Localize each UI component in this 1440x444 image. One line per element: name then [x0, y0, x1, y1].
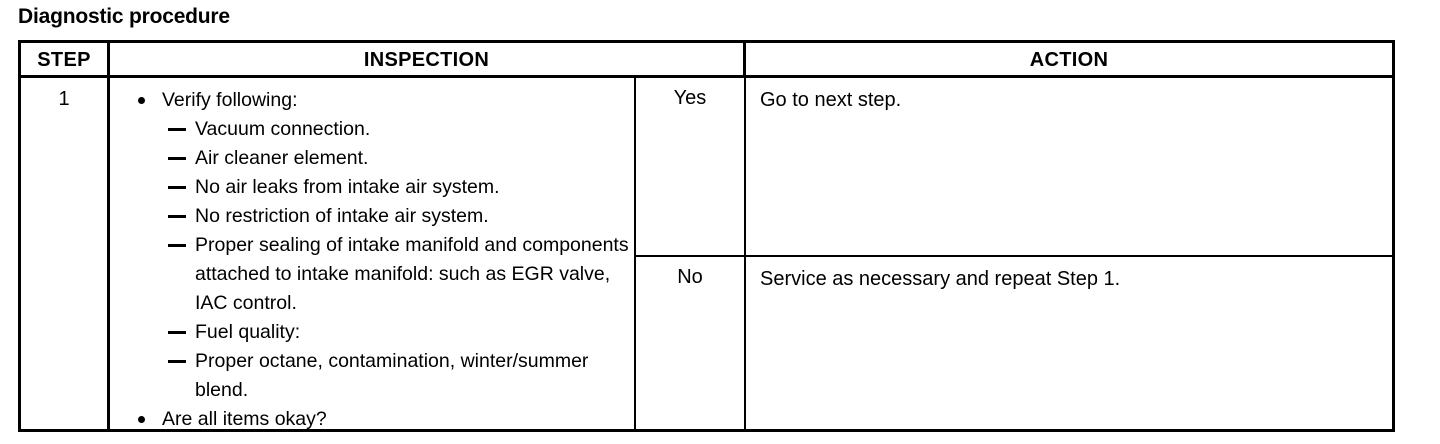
dash-icon — [168, 360, 186, 363]
dash-icon — [168, 244, 186, 247]
list-item-label: No restriction of intake air system. — [195, 205, 489, 227]
list-item: Proper sealing of intake manifold and co… — [132, 231, 634, 318]
bullet-icon — [138, 97, 145, 104]
diagnostic-procedure-table: STEP INSPECTION ACTION 1 Verify followin… — [18, 40, 1395, 432]
list-item-label: Verify following: — [162, 89, 298, 111]
list-item-label: No air leaks from intake air system. — [195, 176, 500, 198]
list-item-label: Are all items okay? — [162, 408, 327, 430]
list-item-label: Fuel quality: — [195, 321, 301, 343]
step-number: 1 — [21, 78, 110, 429]
column-header-action: ACTION — [1029, 49, 1109, 71]
answer-row-yes: Yes Go to next step. — [636, 78, 1392, 257]
bullet-icon — [138, 416, 145, 423]
dash-icon — [168, 157, 186, 160]
list-item: Air cleaner element. — [132, 144, 634, 173]
action-text-yes: Go to next step. — [760, 89, 902, 111]
list-item: Proper octane, contamination, winter/sum… — [132, 347, 634, 405]
table-row: 1 Verify following: Vacuum connection. A… — [21, 78, 1392, 430]
dash-icon — [168, 215, 186, 218]
list-item: No restriction of intake air system. — [132, 202, 634, 231]
answer-label-yes: Yes — [636, 78, 746, 255]
list-item: Vacuum connection. — [132, 115, 634, 144]
list-item-label: Proper octane, contamination, winter/sum… — [195, 350, 589, 401]
list-item: Fuel quality: — [132, 318, 634, 347]
column-header-inspection: INSPECTION — [110, 43, 746, 78]
dash-icon — [168, 186, 186, 189]
answer-row-no: No Service as necessary and repeat Step … — [636, 257, 1392, 429]
list-item: Are all items okay? — [132, 405, 634, 434]
answer-label-no: No — [636, 257, 746, 429]
list-item-label: Vacuum connection. — [195, 118, 371, 140]
inspection-cell: Verify following: Vacuum connection. Air… — [110, 78, 636, 430]
list-item: Verify following: — [132, 86, 634, 115]
answer-column-group: Yes Go to next step. No Service as neces… — [636, 78, 1392, 429]
list-item-label: Proper sealing of intake manifold and co… — [195, 234, 629, 314]
table-header-row: STEP INSPECTION ACTION — [21, 43, 1392, 78]
dash-icon — [168, 128, 186, 131]
list-item-label: Air cleaner element. — [195, 147, 369, 169]
dash-icon — [168, 331, 186, 334]
inspection-list: Verify following: Vacuum connection. Air… — [132, 86, 634, 434]
column-header-step: STEP — [21, 43, 110, 78]
action-text-no: Service as necessary and repeat Step 1. — [760, 268, 1121, 290]
page-title: Diagnostic procedure — [18, 5, 230, 28]
list-item: No air leaks from intake air system. — [132, 173, 634, 202]
